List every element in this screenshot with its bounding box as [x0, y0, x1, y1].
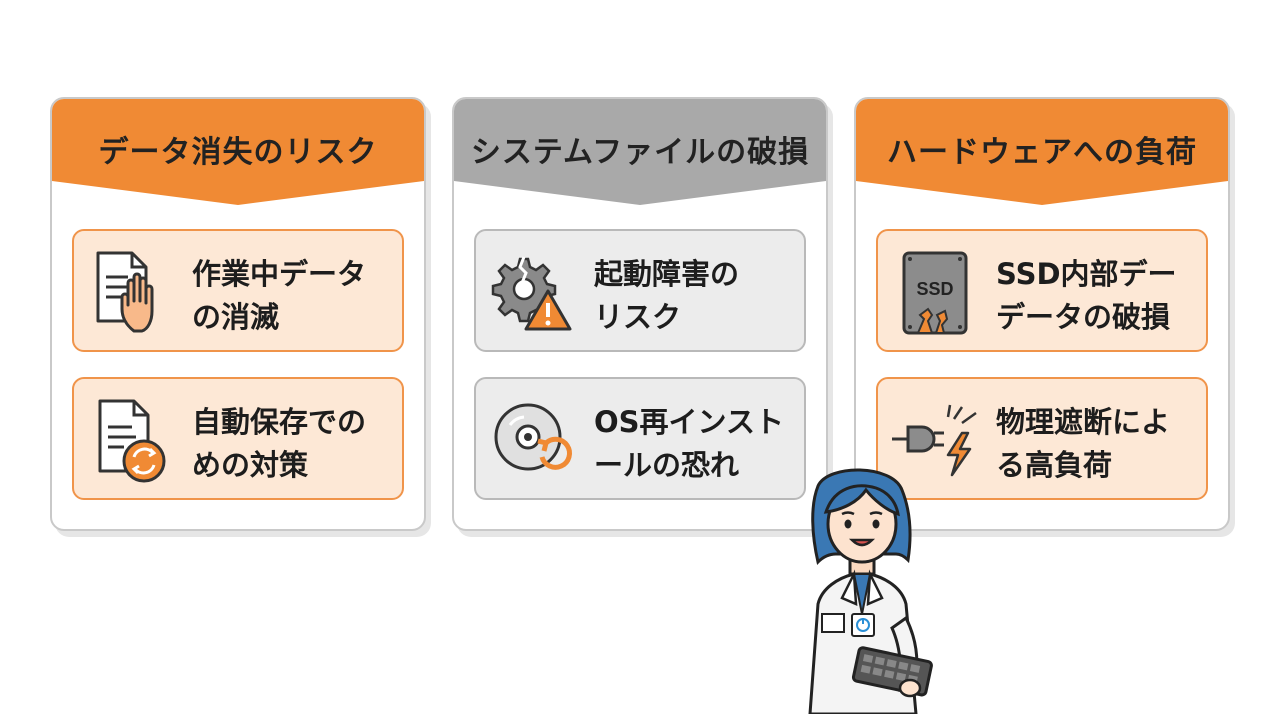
panel-title: システムファイルの破損 [470, 135, 810, 170]
risk-card: SSD SSD内部デー データの破損 [876, 229, 1208, 352]
panel-system-file-corruption: システムファイルの破損 起動障害の リスク OS再インスト ールの恐れ [452, 97, 828, 531]
document-refresh-icon [98, 399, 166, 483]
disc-reinstall-icon [494, 403, 572, 471]
card-text: SSD内部デー データの破損 [996, 257, 1177, 334]
unplug-lightning-icon [892, 404, 977, 477]
card-text: 自動保存での めの対策 [192, 405, 367, 482]
card-text: OS再インスト ールの恐れ [594, 405, 784, 482]
ssd-label: SSD [916, 279, 953, 299]
card-text: 作業中データ の消滅 [192, 257, 367, 334]
risk-card: 起動障害の リスク [474, 229, 806, 352]
document-hand-icon [96, 251, 154, 333]
panel-header-band [454, 99, 826, 205]
technician-illustration [808, 468, 933, 714]
card-text: 物理遮断によ る高負荷 [996, 405, 1171, 482]
risk-card: 作業中データ の消滅 [72, 229, 404, 352]
risk-card: OS再インスト ールの恐れ [474, 377, 806, 500]
panel-title: ハードウェアへの負荷 [887, 135, 1197, 170]
broken-gear-warning-icon [491, 256, 572, 331]
panel-header-band [856, 99, 1228, 205]
risk-card: 自動保存での めの対策 [72, 377, 404, 500]
ssd-damaged-icon: SSD [902, 251, 968, 335]
panel-header-band [52, 99, 424, 205]
risk-card: 物理遮断によ る高負荷 [876, 377, 1208, 500]
panel-title: データ消失のリスク [98, 135, 378, 170]
panel-hardware-load: ハードウェアへの負荷 SSD SSD内部デー データの破損 物理遮断によ る高負… [854, 97, 1230, 531]
panel-data-loss: データ消失のリスク 作業中データ の消滅 自動保存での めの対策 [50, 97, 426, 531]
card-text: 起動障害の リスク [594, 257, 740, 334]
